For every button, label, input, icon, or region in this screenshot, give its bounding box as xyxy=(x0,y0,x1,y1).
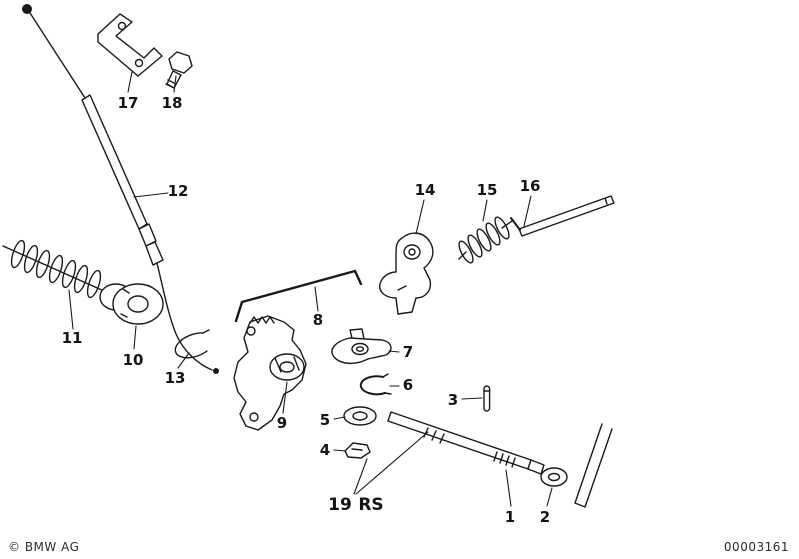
rod-8-drawing xyxy=(234,269,363,323)
callout-11: 11 xyxy=(61,329,83,347)
bushing-2-drawing xyxy=(540,467,568,487)
callout-6: 6 xyxy=(402,376,414,394)
plate-7-drawing xyxy=(331,328,392,364)
housing-9-drawing xyxy=(233,315,307,431)
callout-10: 10 xyxy=(122,351,144,369)
pin-3-drawing xyxy=(483,385,491,412)
callout-7: 7 xyxy=(402,343,414,361)
rod-16-drawing xyxy=(510,195,615,237)
callout-rs: RS xyxy=(358,495,384,515)
callout-16: 16 xyxy=(519,177,541,195)
ring-13-drawing xyxy=(174,329,210,359)
callout-2: 2 xyxy=(539,508,551,526)
clip-4-drawing xyxy=(344,442,371,459)
callout-18: 18 xyxy=(161,94,183,112)
callout-15: 15 xyxy=(476,181,498,199)
cable-12-drawing xyxy=(22,4,219,374)
callout-19: 19 xyxy=(328,495,352,515)
snap-ring-6-drawing xyxy=(359,373,392,396)
bolt-18-drawing xyxy=(165,51,193,89)
callout-3: 3 xyxy=(447,391,459,409)
callout-4: 4 xyxy=(319,441,331,459)
copyright-label: © BMW AG xyxy=(8,540,80,554)
spring-15-drawing xyxy=(458,216,513,264)
bracket-17-drawing xyxy=(97,13,163,77)
leader-lines xyxy=(68,71,553,507)
lever-14-drawing xyxy=(379,232,434,315)
callout-17: 17 xyxy=(117,94,139,112)
shift-rod-1-drawing xyxy=(387,411,545,475)
callout-14: 14 xyxy=(414,181,436,199)
bushing-10-drawing xyxy=(99,283,164,325)
callout-1: 1 xyxy=(504,508,516,526)
spring-rod-drawing xyxy=(2,245,114,296)
callout-12: 12 xyxy=(167,182,189,200)
callout-9: 9 xyxy=(276,414,288,432)
callout-13: 13 xyxy=(164,369,186,387)
document-number: 00003161 xyxy=(723,540,789,554)
lever-shaft-drawing xyxy=(574,423,613,508)
washer-5-drawing xyxy=(343,406,377,426)
callout-5: 5 xyxy=(319,411,331,429)
spring-11-drawing xyxy=(10,239,102,299)
callout-8: 8 xyxy=(312,311,324,329)
